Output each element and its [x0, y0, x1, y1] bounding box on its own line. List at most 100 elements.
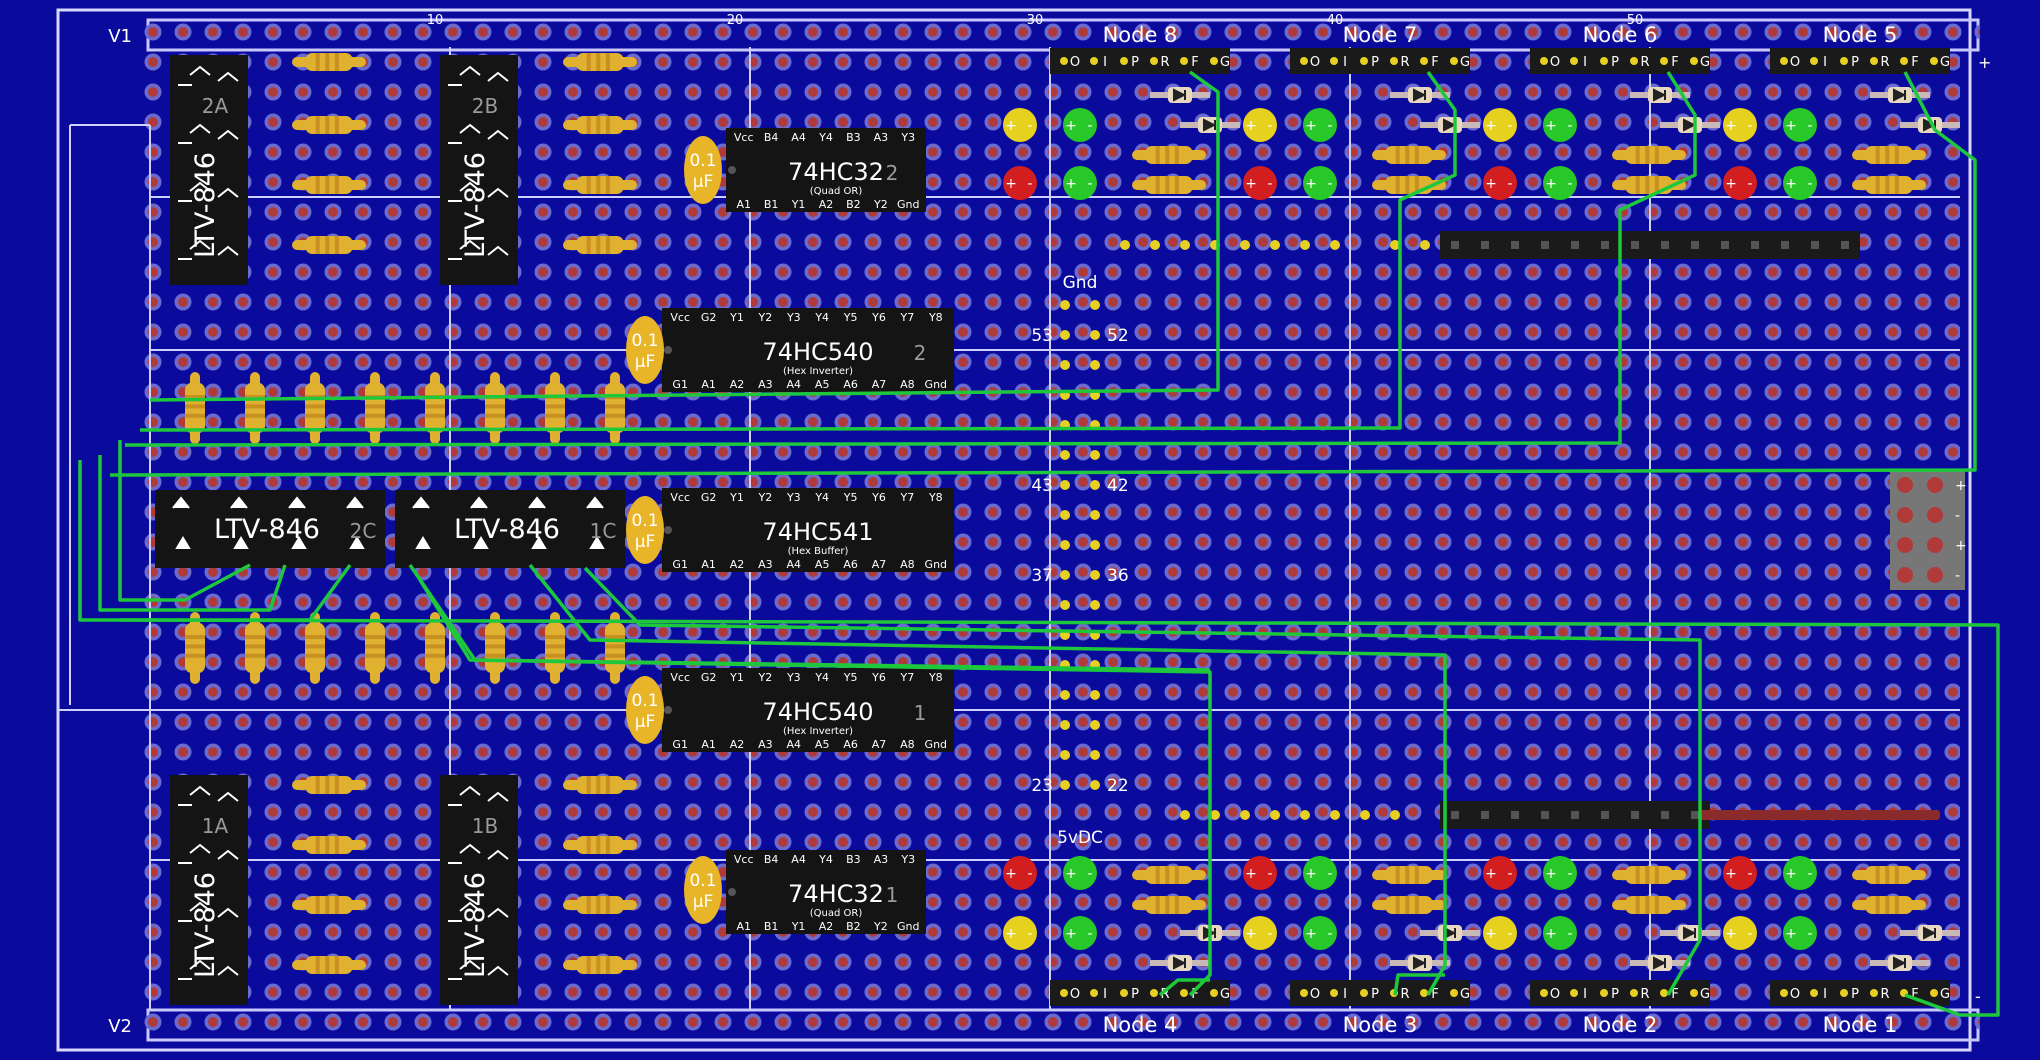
led-sign: +	[1305, 118, 1317, 134]
led: +-	[1003, 166, 1037, 200]
led-sign: +	[1545, 176, 1557, 192]
chip-pin-label: A3	[758, 738, 773, 751]
socket-strip	[1440, 231, 1650, 259]
led: +-	[1303, 166, 1337, 200]
pin-dot	[1090, 300, 1100, 310]
header-pin-label: I	[1583, 55, 1587, 70]
led-sign: +	[1725, 866, 1737, 882]
column-number: 10	[427, 13, 444, 28]
led: +-	[1063, 856, 1097, 890]
header-pin-label: I	[1103, 55, 1107, 70]
capacitor-unit: µF	[635, 532, 656, 552]
led-sign: +	[1245, 866, 1257, 882]
pin-dot	[1060, 720, 1070, 730]
resistor	[245, 612, 265, 684]
led-sign: -	[1027, 176, 1032, 192]
chip-pin-label: A7	[872, 558, 887, 571]
header-pin-label: F	[1671, 55, 1678, 70]
led-sign: +	[1065, 176, 1077, 192]
capacitor-value: 0.1	[631, 511, 658, 531]
chip-pin-label: A1	[736, 920, 751, 933]
header-pin-label: O	[1790, 987, 1800, 1002]
chip-pin-label: G1	[672, 558, 688, 571]
led-sign: +	[1785, 866, 1797, 882]
chip-pin-label: Y4	[818, 853, 833, 866]
led-sign: -	[1567, 926, 1572, 942]
chip-pin-label: G2	[701, 491, 717, 504]
chip-pin-label: G1	[672, 738, 688, 751]
pin-dot	[1090, 570, 1100, 580]
chip-pin-label: Y7	[900, 671, 915, 684]
chip-pin-label: B3	[846, 853, 861, 866]
gnd-label: Gnd	[1063, 273, 1098, 293]
pin-dot	[1300, 240, 1310, 250]
wire	[119, 618, 2000, 1017]
resistor	[563, 896, 637, 914]
resistor	[292, 116, 366, 134]
optocoupler-id: 1B	[472, 814, 498, 838]
chip-pin-label: Vcc	[670, 311, 690, 324]
chip-pin-label: A1	[701, 378, 716, 391]
chip-pin-label: Y2	[758, 491, 773, 504]
resistor	[1132, 146, 1206, 164]
header-pin-label: R	[1640, 987, 1649, 1002]
header-pin-label: R	[1880, 987, 1889, 1002]
chip-pin-label: A1	[736, 198, 751, 211]
diode	[1630, 955, 1690, 971]
pin-dot	[1090, 510, 1100, 520]
wire	[124, 71, 1697, 447]
header-pin-label: P	[1131, 55, 1139, 70]
pin-number-left: 53	[1031, 326, 1053, 346]
led: +-	[1243, 916, 1277, 950]
diode	[1870, 87, 1930, 103]
led: +-	[1783, 108, 1817, 142]
header-pin-label: O	[1550, 987, 1560, 1002]
header-pin-label: O	[1070, 55, 1080, 70]
header-pin-label: O	[1790, 55, 1800, 70]
board-outline	[56, 8, 1972, 1052]
chip-pin-label: Y1	[729, 311, 744, 324]
chip-pin-label: Y6	[871, 491, 886, 504]
chip-name: 74HC32	[788, 880, 884, 908]
header-pin-label: F	[1191, 987, 1198, 1002]
led-sign: -	[1327, 866, 1332, 882]
pin-dot	[1180, 810, 1190, 820]
header-pin-label: G	[1940, 987, 1950, 1002]
led-sign: -	[1087, 176, 1092, 192]
chip-pin-label: A5	[815, 558, 830, 571]
pin-dot	[1090, 450, 1100, 460]
power-sign: -	[1955, 508, 1960, 524]
led: +-	[1243, 108, 1277, 142]
chip-pin-label: B3	[846, 131, 861, 144]
node-label-bottom: Node 4	[1103, 1013, 1178, 1037]
chip-pin-label: B2	[846, 920, 861, 933]
led: +-	[1063, 166, 1097, 200]
pin-dot	[1360, 810, 1370, 820]
led: +-	[1723, 108, 1757, 142]
chip-pin-label: Y5	[843, 491, 858, 504]
resistor	[365, 372, 385, 444]
chip-name: 74HC540	[762, 698, 873, 726]
chip-pin-label: Y2	[873, 920, 888, 933]
chip-pin-label: B4	[764, 131, 779, 144]
led: +-	[1003, 916, 1037, 950]
led-sign: +	[1245, 176, 1257, 192]
power-hole	[1897, 507, 1913, 523]
led: +-	[1543, 916, 1577, 950]
node-label-top: Node 5	[1823, 23, 1898, 47]
power-hole	[1897, 477, 1913, 493]
wire	[1158, 978, 1210, 997]
capacitor: 0.1µF	[626, 676, 664, 744]
chip-pin-label: Y7	[900, 491, 915, 504]
chip-pin-label: A3	[758, 378, 773, 391]
chip-pin-label: Y5	[843, 311, 858, 324]
led-sign: +	[1305, 866, 1317, 882]
pin-dot	[1270, 810, 1280, 820]
pin-dot	[1060, 510, 1070, 520]
led-sign: +	[1245, 118, 1257, 134]
pin-dot	[1300, 810, 1310, 820]
